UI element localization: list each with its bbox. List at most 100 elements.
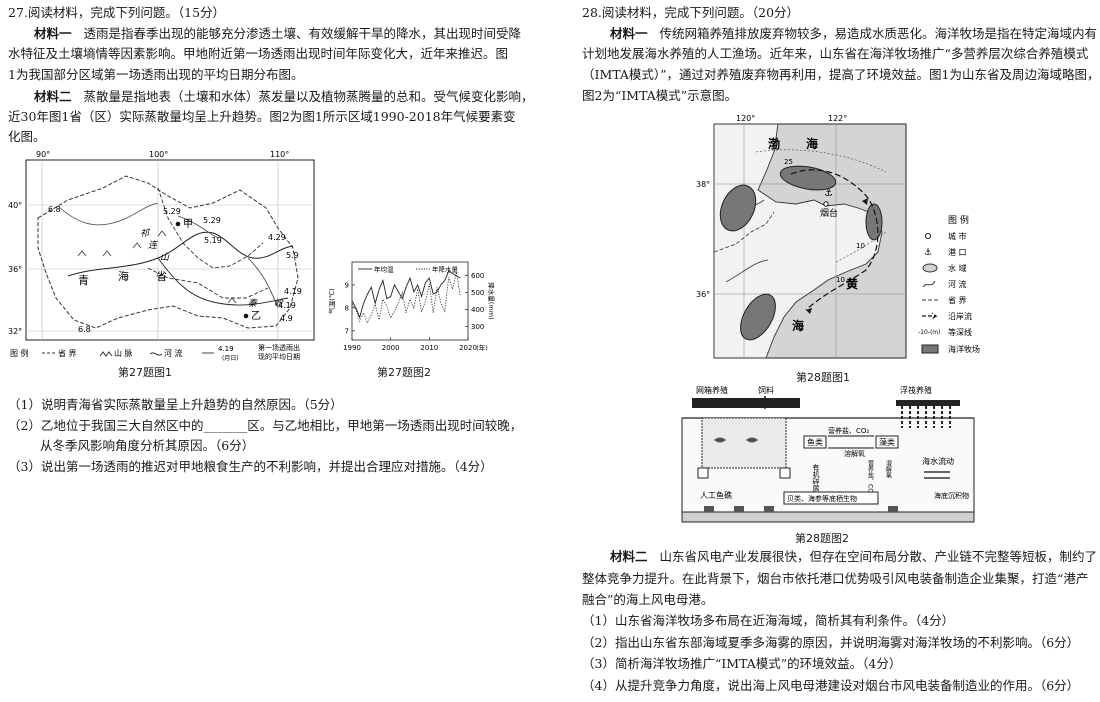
q28-item-3: （3）简析海洋牧场推广“IMTA模式”的环境效益。（4分）: [582, 656, 902, 671]
isoline-label: 4.9: [280, 314, 293, 323]
legend-item: 等深线: [948, 327, 972, 337]
legend-river-icon: [922, 280, 936, 288]
y-left-tick-label: 9: [345, 281, 349, 289]
raft-top: [896, 400, 960, 406]
map-frame: [25, 159, 315, 341]
q27-item-3: （3）说出第一场透雨的推迟对甲地粮食生产的不利影响，并提出合理应对措施。（4分）: [8, 459, 493, 474]
isoline-label: 5.9: [286, 251, 299, 260]
q28-item-2: （2）指出山东省东部海域夏季多海雾的原因，并说明海雾对海洋牧场的不利影响。（6分…: [582, 635, 1080, 650]
province-boundary: [147, 187, 269, 299]
legend-city-icon: [925, 233, 931, 239]
isoline-label: 4.19: [284, 287, 302, 296]
fish-icon: [714, 437, 758, 443]
map-lat-tick: 32°: [8, 327, 22, 336]
legend-label: 年降水量: [432, 265, 459, 274]
q28-material1-line4: 图2为“IMTA模式”示意图。: [582, 88, 738, 103]
diagram-label: 溶解氧: [885, 459, 892, 479]
map-legend-title: 图 例: [948, 214, 969, 226]
legend-item: 河 流: [164, 348, 183, 358]
diagram-label: 网箱养殖: [696, 385, 728, 395]
q27-material1-line1: 材料一 透雨是指春季出现的能够充分渗透土壤、有效缓解干旱的降水，其出现时间受降: [34, 26, 521, 42]
q28-map-figure: 120° 122° 38° 36° 25 10 10 烟台 ⚓ 渤 海 黄 海 …: [696, 114, 980, 359]
artificial-reef: [704, 506, 898, 512]
mountain-label: 岭: [274, 298, 284, 309]
province-boundary: [37, 175, 299, 329]
isoline: [177, 215, 219, 239]
benthic-box: [783, 491, 879, 505]
map-lon-tick: 100°: [149, 150, 168, 159]
y-right-tick-label: 500: [471, 289, 484, 297]
q27-figure1-caption: 第27题图1: [118, 366, 172, 379]
algae-box: [875, 435, 899, 449]
isoline: [59, 202, 159, 226]
q27-material1-line3: 1为我国部分区域第一场透雨出现的平均日期分布图。: [8, 67, 304, 82]
isoline-label: 5.19: [204, 236, 222, 245]
ranch-area: [779, 165, 837, 191]
ranch-area: [719, 184, 757, 232]
q28-item-1: （1）山东省海洋牧场多布局在近海海域，简析其有利条件。（4分）: [582, 613, 955, 628]
isoline-label: 5.29: [203, 216, 221, 225]
legend-water-icon: [922, 263, 938, 273]
sea-label: 海: [806, 136, 818, 151]
cage-anchor: [697, 467, 709, 479]
q27-material2-label: 材料二: [34, 89, 72, 104]
q27-m1-text1: 透雨是指春季出现的能够充分渗透土壤、有效缓解干旱的降水，其出现时间受降: [83, 26, 521, 41]
isoline-label: 4.19: [278, 301, 296, 310]
q28-material2-label: 材料二: [610, 549, 648, 564]
q28-figure1-caption: 第28题图1: [796, 371, 850, 384]
x-tick-label: 2010: [420, 344, 438, 352]
legend-item: 河 流: [948, 279, 967, 289]
q28-material1-line1: 材料一 传统网箱养殖排放废弃物较多，易造成水质恶化。海洋牧场是指在特定海域内有: [610, 26, 1097, 42]
legend-item: 省 界: [58, 348, 77, 358]
q27-item-2-cont: 从冬季风影响角度分析其原因。（6分）: [40, 438, 255, 453]
current-arrows: [924, 471, 950, 479]
q28-imta-diagram: 网箱养殖 饲料 浮筏养殖 鱼类 营养盐、CO₂ 藻类 溶解氧 有机碎屑 营养盐、…: [681, 385, 975, 523]
q27-material2-line1: 材料二 蒸散量是指地表（土壤和水体）蒸发量以及植物蒸腾量的总和。受气候变化影响，: [34, 89, 533, 105]
river-line: [157, 257, 289, 306]
q27-material1-line2: 水特征及土壤墒情等因素影响。甲地附近第一场透雨出现时间年际变化大，近年来推迟。图: [8, 46, 509, 61]
map-lon-tick: 122°: [828, 114, 847, 123]
depth-contour: [755, 149, 887, 263]
y-left-axis-label: 气温(℃): [327, 288, 336, 313]
legend-item: 山 脉: [114, 348, 133, 358]
x-tick-label: 1990: [343, 344, 361, 352]
legend-item: 沿岸流: [948, 311, 972, 321]
q27-item-2: （2）乙地位于我国三大自然区中的_______区。与乙地相比，甲地第一场透雨出现…: [8, 418, 523, 433]
q27-material2-line2: 近30年图1省（区）实际蒸散量均呈上升趋势。图2为图1所示区域1990-2018…: [8, 109, 516, 124]
diagram-label: 人工鱼礁: [700, 490, 732, 500]
map-lat-tick: 38°: [696, 180, 710, 189]
legend-item: 水 域: [948, 263, 967, 273]
place-marker-jia: [175, 221, 181, 227]
diagram-label: 饲料: [758, 385, 774, 395]
cage-top: [692, 398, 800, 408]
q27-material2-line3: 化图。: [8, 129, 46, 144]
q27-m2-text1: 蒸散量是指地表（土壤和水体）蒸发量以及植物蒸腾量的总和。受气候变化影响，: [83, 89, 534, 104]
sea-label: 黄: [846, 276, 858, 291]
legend-port-icon: ⚓: [924, 248, 932, 258]
coastal-current: [790, 169, 879, 311]
depth-label: 10: [836, 276, 845, 284]
province-label: 省: [156, 270, 167, 283]
legend-label: 年均温: [374, 265, 394, 274]
mountain-label: 秦: [248, 298, 258, 309]
map-lon-tick: 110°: [270, 150, 289, 159]
province-label: 海: [118, 269, 129, 283]
legend-item: 第一场透雨出: [258, 343, 300, 352]
legend-item: 港 口: [948, 247, 967, 257]
legend-note: (月日): [222, 355, 239, 362]
legend-note: -10-(m): [918, 329, 941, 336]
mountain-symbol: [77, 230, 237, 304]
y-right-axis-label: 降水量(mm): [487, 282, 496, 319]
x-tick-label: 2000: [382, 344, 400, 352]
mountain-label: 山: [160, 252, 170, 263]
y-right-tick-label: 300: [471, 323, 484, 331]
depth-label: 25: [784, 158, 793, 166]
q27-map-figure: 90° 100° 110° 40° 36° 32° 6.8 5.29 5.29 …: [8, 150, 315, 362]
mountain-label: 祁: [140, 228, 151, 239]
q28-material2-line2: 整体竞争力提升。在此背景下，烟台市依托港口优势吸引风电装备制造企业集聚，打造“港…: [582, 571, 1089, 586]
diagram-label: 营养盐、CO₂: [828, 426, 869, 435]
q28-material2-line1: 材料二 山东省风电产业发展很快，但存在空间布局分散、产业链不完整等短板，制约了: [610, 549, 1097, 565]
q27-item-1: （1）说明青海省实际蒸散量呈上升趋势的自然原因。（5分）: [8, 397, 343, 412]
y-right-tick-label: 400: [471, 306, 484, 314]
q28-material2-line3: 融合”的海上风电母港。: [582, 592, 714, 607]
